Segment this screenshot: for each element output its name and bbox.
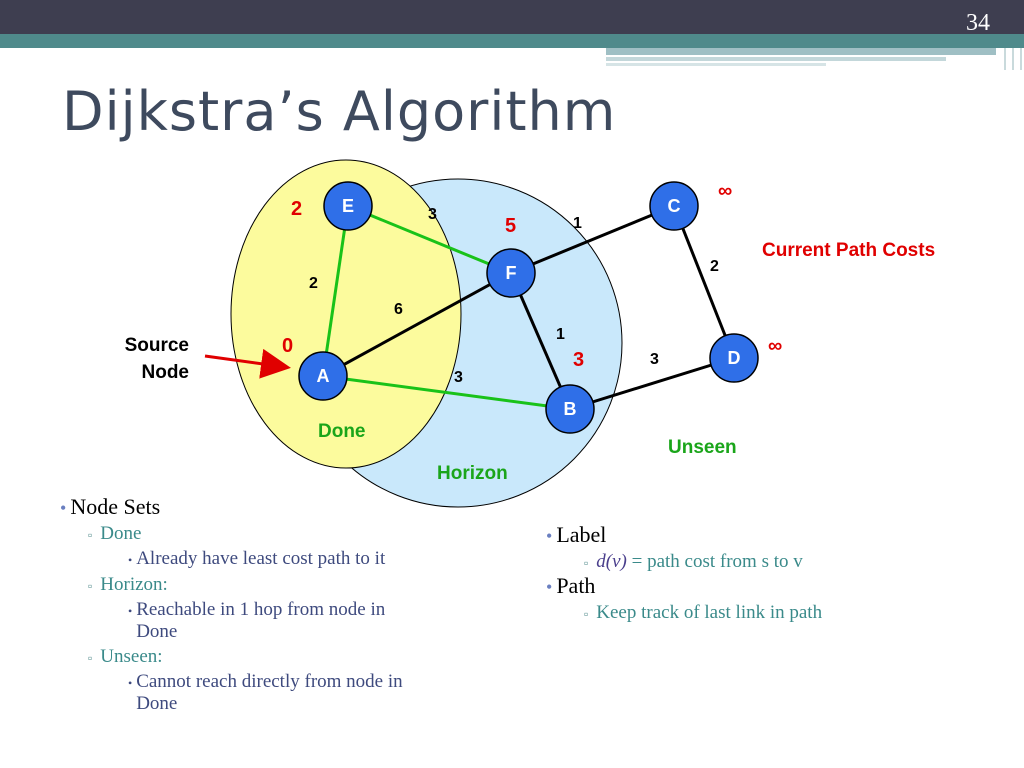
edge-f-c — [510, 204, 675, 275]
list-item: ▫ d(v) = path cost from s to v — [584, 551, 986, 573]
node-a — [298, 351, 348, 401]
list-item: ▫ Horizon: — [88, 574, 530, 596]
edge-weight: 3 — [454, 369, 463, 386]
node-cost: ∞ — [718, 180, 732, 202]
node-e — [323, 181, 373, 231]
node-cost: 0 — [282, 335, 293, 357]
bullet-text: Node Sets — [70, 494, 161, 519]
list-item: • Path — [546, 573, 986, 599]
node-label: A — [317, 366, 330, 386]
bullet-icon: • — [60, 498, 67, 518]
slide-top-bar — [0, 0, 1024, 34]
source-arrow — [204, 348, 291, 379]
decor-stripe — [606, 57, 946, 61]
edge-c-d — [672, 205, 736, 359]
list-item: ▫ Unseen: — [88, 646, 530, 668]
square-bullet-icon: ▫ — [584, 556, 589, 570]
node-label: B — [564, 399, 577, 419]
bullet-text: Keep track of last link in path — [596, 602, 823, 623]
bullet-icon: • — [546, 526, 553, 546]
decor-line — [1004, 48, 1006, 70]
list-item: ▫ Keep track of last link in path — [584, 602, 986, 624]
source-node-label: Node — [142, 362, 190, 383]
node-cost: 3 — [573, 349, 584, 371]
edge-b-d — [569, 356, 735, 411]
edge-e-f — [347, 204, 512, 275]
bullet-text-rest: = path cost from s to v — [626, 551, 803, 572]
bullet-text: Unseen: — [100, 646, 163, 667]
slide-accent-bar — [0, 34, 1024, 48]
bullet-text-line: Done — [136, 621, 178, 642]
node-c — [649, 181, 699, 231]
node-label: E — [342, 196, 354, 216]
edge-e-a — [321, 205, 350, 377]
done-region — [230, 159, 462, 469]
slide-number: 34 — [966, 10, 990, 36]
node-cost: ∞ — [768, 335, 782, 357]
square-bullet-icon: ▫ — [584, 607, 589, 621]
node-cost: 2 — [291, 198, 302, 220]
edge-weight: 2 — [710, 258, 719, 275]
bullet-icon: • — [128, 604, 133, 618]
node-d — [709, 333, 759, 383]
edge-weight: 6 — [394, 301, 403, 318]
list-item: • Cannot reach directly from node in Don… — [128, 671, 530, 715]
edge-a-f — [322, 271, 512, 378]
bullet-text: Path — [556, 573, 596, 598]
decor-line — [1012, 48, 1014, 70]
left-bullet-list: • Node Sets ▫ Done • Already have least … — [60, 494, 530, 715]
bullet-icon: • — [128, 676, 133, 690]
node-cost: 5 — [505, 215, 516, 237]
edge-weight: 3 — [650, 351, 659, 368]
node-f — [486, 248, 536, 298]
square-bullet-icon: ▫ — [88, 651, 93, 665]
square-bullet-icon: ▫ — [88, 579, 93, 593]
list-item: ▫ Done — [88, 523, 530, 545]
edge-weight: 1 — [573, 215, 582, 232]
done-region-label: Done — [318, 421, 366, 442]
unseen-region-label: Unseen — [668, 437, 737, 458]
decor-stripe — [606, 63, 826, 66]
node-label: D — [728, 348, 741, 368]
list-item: • Already have least cost path to it — [128, 548, 530, 571]
bullet-text: d(v) = path cost from s to v — [596, 551, 802, 573]
bullet-icon: • — [546, 577, 553, 597]
source-node-label: Source — [125, 335, 189, 356]
list-item: • Reachable in 1 hop from node in Done — [128, 599, 530, 643]
right-bullet-list: • Label ▫ d(v) = path cost from s to v •… — [546, 522, 986, 624]
slide-title: Dijkstra’s Algorithm — [62, 80, 617, 143]
decor-stripe — [606, 48, 996, 55]
list-item: • Label — [546, 522, 986, 548]
edge-weight: 3 — [428, 206, 437, 223]
bullet-text: Label — [556, 522, 607, 547]
math-variable: d(v) — [596, 551, 627, 572]
list-item: • Node Sets — [60, 494, 530, 520]
edge-a-b — [322, 374, 571, 411]
current-path-costs-label: Current Path Costs — [762, 240, 935, 261]
bullet-text: Already have least cost path to it — [136, 548, 386, 569]
bullet-text-line: Reachable in 1 hop from node in — [136, 599, 386, 620]
decor-line — [1020, 48, 1022, 70]
node-b — [545, 384, 595, 434]
edge-weight: 1 — [556, 326, 565, 343]
bullet-text: Done — [100, 523, 142, 544]
horizon-region-label: Horizon — [437, 463, 508, 484]
square-bullet-icon: ▫ — [88, 528, 93, 542]
node-label: F — [506, 263, 517, 283]
bullet-text: Reachable in 1 hop from node in Done — [136, 599, 385, 643]
bullet-icon: • — [128, 553, 133, 567]
edge-weight: 2 — [309, 275, 318, 292]
bullet-text: Horizon: — [100, 574, 168, 595]
bullet-text-line: Done — [136, 693, 178, 714]
node-label: C — [668, 196, 681, 216]
bullet-text-line: Cannot reach directly from node in — [136, 671, 403, 692]
bullet-text: Cannot reach directly from node in Done — [136, 671, 402, 715]
